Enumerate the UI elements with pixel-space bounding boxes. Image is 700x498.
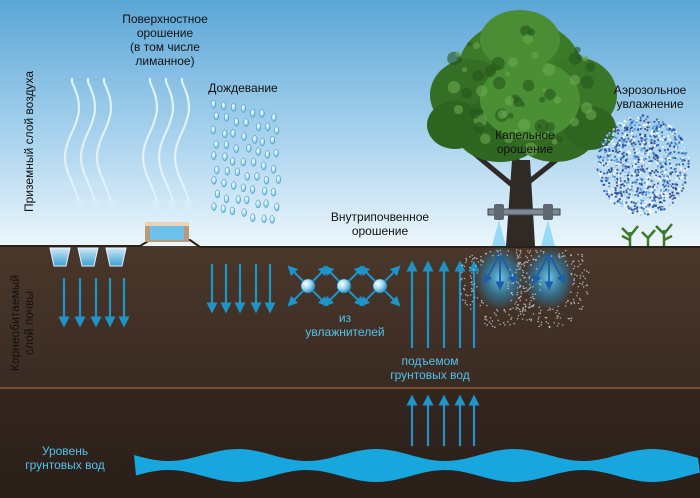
label-root-layer: Корнеобитаемый слой почвы	[8, 274, 36, 372]
label-aerosol: Аэрозольное увлажнение	[613, 83, 687, 111]
small-plants	[621, 223, 673, 246]
sprinkling-infiltration-arrows	[206, 264, 276, 314]
subsoil-humidifiers	[287, 265, 401, 307]
label-sprinkling: Дождевание	[208, 81, 278, 95]
groundwater-wave	[134, 449, 700, 482]
groundwater-rise-arrows	[406, 260, 480, 446]
surface-irrigation-arrows	[63, 78, 194, 212]
furrow-funnels	[49, 247, 127, 267]
tree	[427, 10, 617, 246]
sprinkling-drops	[210, 99, 282, 224]
label-subsoil-irrigation: Внутрипочвенное орошение	[330, 210, 430, 238]
check-dam	[145, 222, 189, 242]
drip-system	[460, 204, 590, 329]
aerosol-cloud	[596, 114, 690, 216]
furrow-infiltration-arrows	[58, 278, 130, 328]
label-from-humidifiers: из увлажнителей	[305, 311, 385, 339]
label-drip-irrigation: Капельное орошение	[495, 128, 555, 156]
root-soil-layer	[0, 246, 700, 388]
label-groundwater-rise: подъемом грунтовых вод	[390, 354, 470, 382]
label-groundwater-level: Уровень грунтовых вод	[25, 444, 105, 472]
deep-soil-layer	[0, 388, 700, 498]
label-surface-irrigation: Поверхностное орошение (в том числе лима…	[122, 12, 208, 68]
label-air-layer: Приземный слой воздуха	[22, 71, 36, 212]
